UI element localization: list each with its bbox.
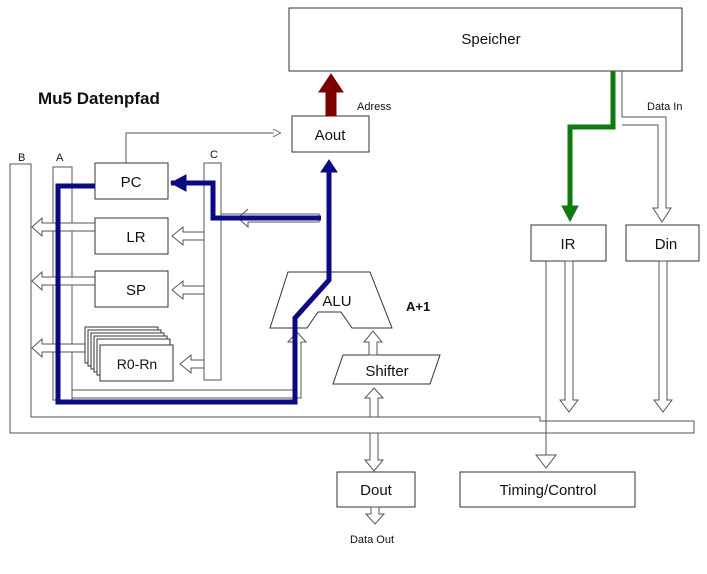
data-in-label: Data In	[647, 101, 682, 113]
ir-register	[530, 224, 607, 262]
pc-to-aout-line	[125, 133, 280, 163]
bus-to-shifter-arrow	[363, 387, 385, 418]
a-plus-1-label: A+1	[406, 299, 430, 314]
diagram-title: Mu5 Datenpfad	[38, 89, 160, 108]
memory-label: Speicher	[461, 31, 520, 48]
ir-to-bus-arrow	[559, 260, 579, 413]
bus-b	[9, 163, 695, 434]
dout-to-data-out-arrow	[364, 506, 386, 525]
memory-to-ir-arrowhead	[561, 205, 579, 223]
shifter-label: Shifter	[365, 363, 408, 380]
r-register	[99, 344, 174, 382]
r-label: R0-Rn	[117, 356, 157, 372]
din-label: Din	[655, 236, 678, 253]
adress-label: Adress	[357, 101, 392, 113]
lr-register	[94, 217, 169, 255]
highlight-pc-alu-path	[55, 172, 332, 405]
pc-label: PC	[121, 174, 142, 191]
pc-register	[94, 162, 169, 200]
din-register	[625, 224, 700, 262]
lr-to-bus-b-arrow	[31, 216, 96, 238]
c-to-lr-arrow	[171, 225, 205, 247]
aout-register	[291, 115, 370, 153]
lr-label: LR	[126, 229, 145, 246]
ir-label: IR	[561, 236, 576, 253]
bus-b-label: B	[18, 152, 25, 164]
sp-label: SP	[126, 282, 146, 299]
alu-label: ALU	[322, 293, 351, 310]
c-to-sp-arrow	[171, 279, 205, 301]
memory-to-din-wire	[621, 71, 672, 223]
c-to-r-arrow	[179, 353, 205, 375]
din-to-bus-arrow	[653, 260, 673, 413]
aout-label: Aout	[315, 127, 347, 144]
dout-register	[336, 471, 416, 508]
shifter-unit	[332, 354, 441, 385]
timing-control-box	[459, 471, 636, 508]
sp-register	[94, 270, 169, 308]
timing-control-label: Timing/Control	[500, 482, 597, 499]
shifter-to-alu-arrow	[362, 330, 384, 356]
highlight-pc-feedback	[171, 180, 321, 221]
bus-a-label: A	[56, 152, 64, 164]
address-out-arrow	[318, 73, 344, 117]
highlight-pc-arrowhead	[169, 174, 187, 192]
data-out-label: Data Out	[350, 534, 394, 546]
bus-c-label: C	[210, 149, 218, 161]
register-file-stack	[84, 326, 174, 382]
sp-to-bus-b-arrow	[31, 270, 96, 292]
memory-to-ir-path	[567, 71, 616, 208]
memory-box	[288, 7, 683, 72]
ir-to-timing-arrowhead	[534, 454, 558, 469]
highlight-aout-arrowhead	[320, 159, 338, 173]
bus-to-dout-arrow	[363, 432, 385, 472]
dout-label: Dout	[360, 482, 393, 499]
